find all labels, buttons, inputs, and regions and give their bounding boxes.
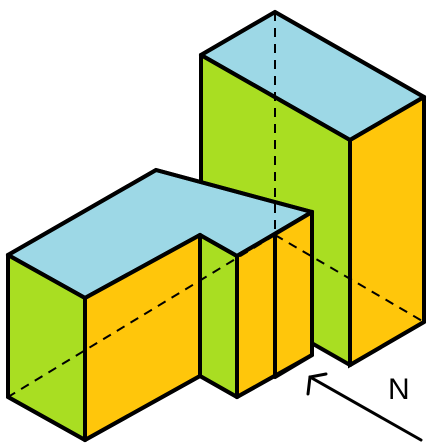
- north-arrow-shaft: [308, 375, 423, 442]
- tower-front-top-edge: [348, 95, 426, 142]
- notch-back-left-face: [198, 233, 239, 399]
- north-arrowhead: [306, 372, 328, 396]
- hidden-lower-back-edge: [7, 234, 276, 398]
- notch-side-face: [273, 210, 314, 379]
- north-label: N: [388, 373, 410, 406]
- tower-right-face: [348, 95, 426, 367]
